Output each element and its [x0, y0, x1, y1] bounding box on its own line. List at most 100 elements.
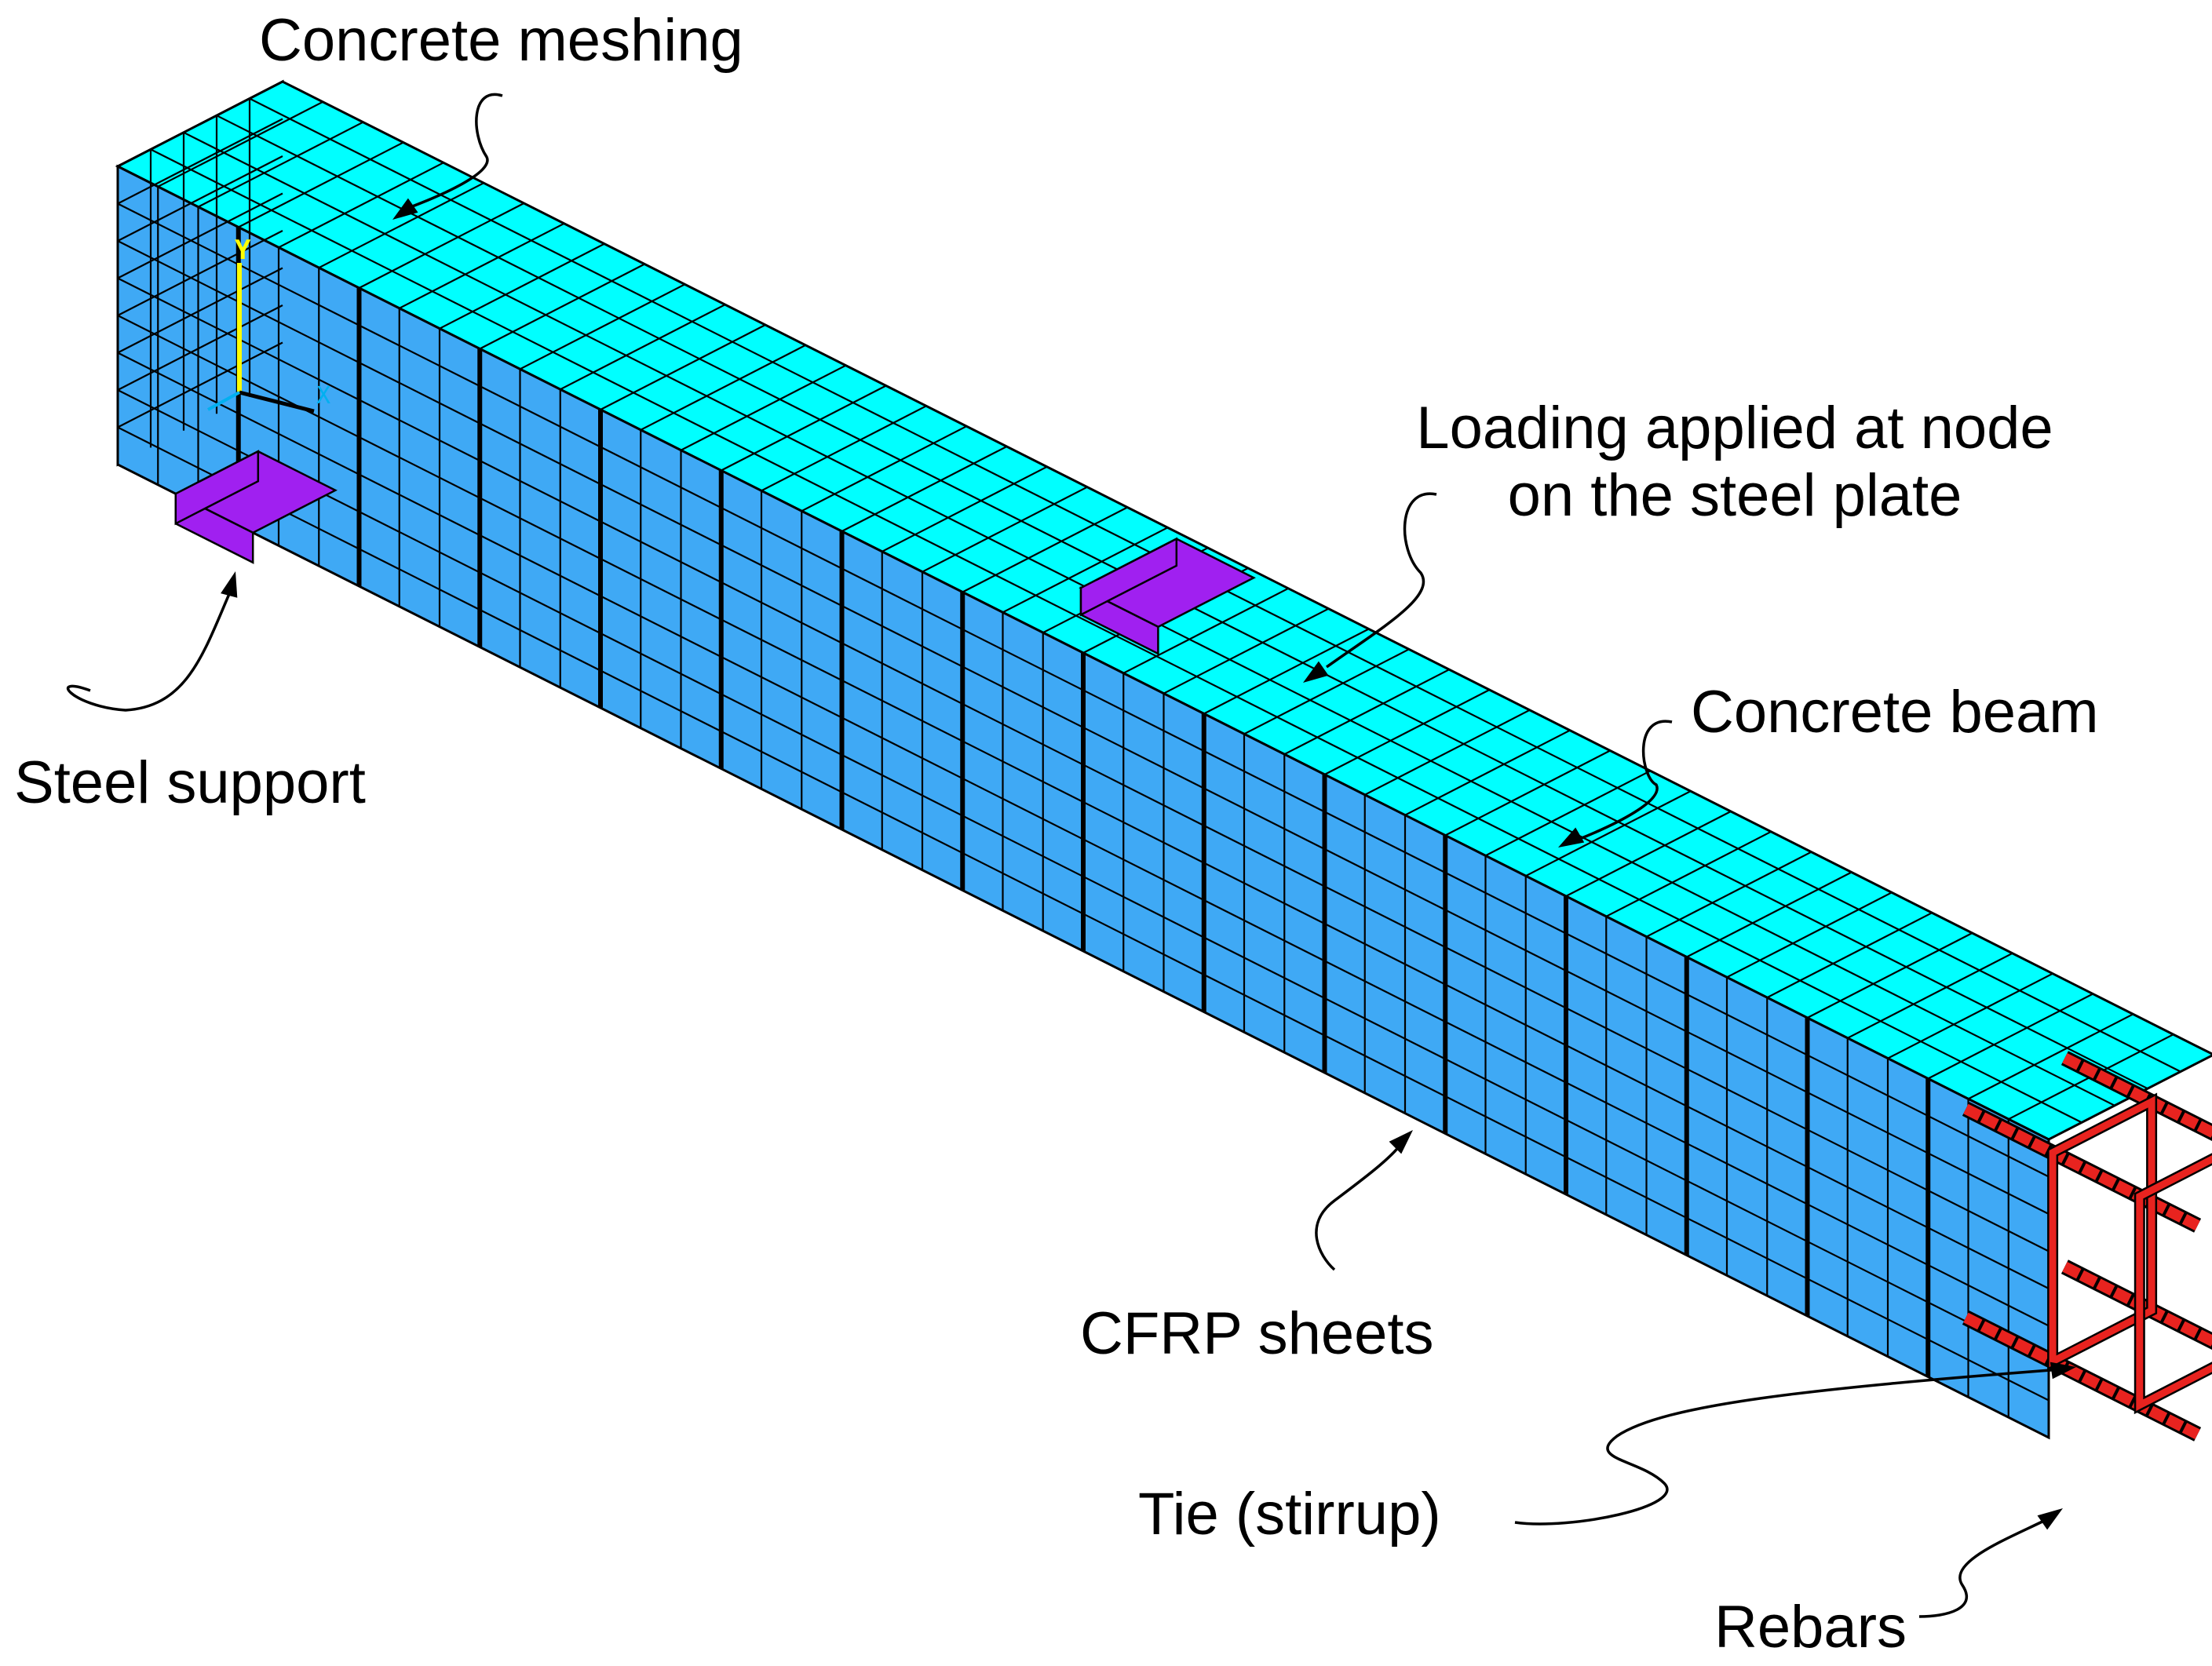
grid-line — [1163, 607, 1330, 694]
grid-line — [1726, 891, 1893, 979]
rebar — [1963, 1312, 2200, 1440]
leader-line — [66, 588, 233, 712]
arrow-head — [2037, 1508, 2063, 1530]
leader-line — [1918, 1517, 2050, 1618]
label-loading-line1: Loading applied at node — [1416, 395, 2053, 461]
grid-line — [1444, 749, 1611, 837]
rebar — [2062, 1261, 2212, 1347]
rebar — [1963, 1103, 2200, 1231]
axis-triad: YX — [207, 235, 330, 414]
grid-line — [358, 202, 525, 289]
grid-line — [680, 364, 847, 451]
grid-line — [801, 425, 967, 512]
z-axis-line — [207, 391, 240, 411]
grid-line — [962, 506, 1128, 593]
leader — [1315, 1130, 1413, 1271]
grid-line — [150, 148, 2082, 1124]
leader — [1918, 1508, 2063, 1618]
grid-line — [1887, 972, 2053, 1059]
grid-line — [278, 162, 444, 249]
label-concrete-meshing: Concrete meshing — [259, 7, 743, 74]
y-axis-label: Y — [235, 235, 251, 266]
arrow-head — [2050, 1362, 2076, 1380]
grid-line — [197, 121, 364, 208]
label-loading-applied: Loading applied at node on the steel pla… — [1382, 397, 2088, 527]
grid-line — [399, 222, 565, 309]
steel-plates — [173, 450, 1256, 656]
grid-line — [238, 141, 404, 228]
arrow-head — [1303, 661, 1329, 683]
grid-line — [1645, 851, 1812, 938]
arrow-head — [1389, 1130, 1413, 1154]
label-loading-line2: on the steel plate — [1507, 461, 1962, 529]
leader-line — [1577, 720, 1673, 841]
label-steel-support: Steel support — [14, 749, 366, 816]
label-cfrp-sheets: CFRP sheets — [1080, 1300, 1434, 1367]
grid-line — [1243, 648, 1410, 735]
grid-line — [560, 304, 726, 391]
arrow-head — [221, 571, 238, 598]
grid-line — [117, 230, 283, 316]
grid-line — [1806, 932, 1973, 1019]
grid-line — [1847, 952, 2013, 1039]
grid-line — [117, 341, 283, 428]
arrow-head — [1558, 827, 1585, 848]
grid-line — [1404, 729, 1571, 816]
grid-line — [117, 267, 283, 354]
leader-line — [1514, 1368, 2061, 1526]
label-concrete-beam: Concrete beam — [1691, 679, 2099, 746]
x-axis-line — [239, 390, 315, 414]
loading-steel-plate — [1079, 537, 1256, 656]
grid-line — [1766, 912, 1933, 999]
grid-line — [1122, 587, 1289, 674]
concrete-faces — [115, 79, 2212, 1440]
label-tie-stirrup: Tie (stirrup) — [1138, 1481, 1441, 1548]
grid-line — [1323, 689, 1491, 775]
rebar — [2062, 1052, 2212, 1139]
grid-line — [922, 486, 1088, 573]
leader — [1514, 1362, 2076, 1526]
grid-line — [1605, 830, 1772, 917]
grid-line — [600, 324, 766, 410]
grid-line — [1565, 811, 1732, 897]
grid-line — [117, 304, 283, 391]
steel-support-plate — [173, 450, 338, 564]
grid-line — [882, 465, 1048, 552]
grid-line — [157, 100, 323, 188]
leader-line — [1315, 1137, 1407, 1271]
leader — [1303, 492, 1437, 683]
rebar-cage — [1962, 1051, 2212, 1442]
grid-line — [117, 155, 283, 242]
leader — [392, 93, 503, 220]
grid-line — [117, 118, 283, 205]
grid-line — [1525, 790, 1692, 877]
plate-end — [1079, 537, 1178, 617]
leader — [1558, 720, 1673, 848]
grid-line — [1686, 871, 1852, 958]
grid-line — [761, 405, 927, 492]
grid-line — [117, 192, 283, 279]
plate-end — [174, 450, 260, 526]
label-rebars: Rebars — [1714, 1594, 1907, 1661]
arrow-head — [392, 198, 418, 220]
grid-line — [721, 385, 887, 472]
grid-line — [439, 242, 605, 330]
stirrup-tie — [2136, 1155, 2212, 1411]
grid-line — [1484, 770, 1652, 857]
grid-line — [640, 344, 806, 431]
grid-line — [479, 263, 645, 350]
leader-line — [1325, 492, 1437, 669]
grid-line — [318, 182, 484, 269]
grid-line — [1283, 669, 1450, 756]
leader-arrows — [66, 93, 2076, 1618]
grid-line — [1002, 527, 1169, 614]
grid-line — [1364, 709, 1531, 796]
grid-line — [1203, 628, 1370, 715]
grid-line — [841, 446, 1008, 532]
grid-line — [519, 283, 686, 370]
grid-line — [1927, 993, 2093, 1080]
leader-line — [407, 93, 503, 210]
grid-line — [1967, 1013, 2134, 1100]
